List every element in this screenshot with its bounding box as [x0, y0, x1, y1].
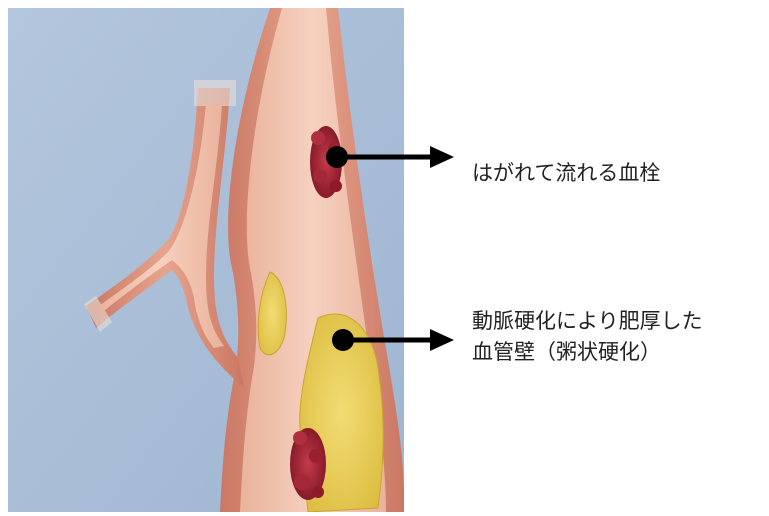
- label-plaque: 動脈硬化により肥厚した 血管壁（粥状硬化）: [472, 306, 703, 368]
- label-embolus-text: はがれて流れる血栓: [472, 161, 660, 185]
- label-plaque-line2: 血管壁（粥状硬化）: [472, 337, 703, 368]
- label-plaque-line1: 動脈硬化により肥厚した: [472, 306, 703, 337]
- embolus-clot: [310, 126, 342, 198]
- lower-clot: [290, 428, 326, 500]
- label-embolus: はがれて流れる血栓: [472, 158, 660, 189]
- branch-tip-top: [194, 80, 236, 106]
- artery-illustration: [8, 8, 404, 512]
